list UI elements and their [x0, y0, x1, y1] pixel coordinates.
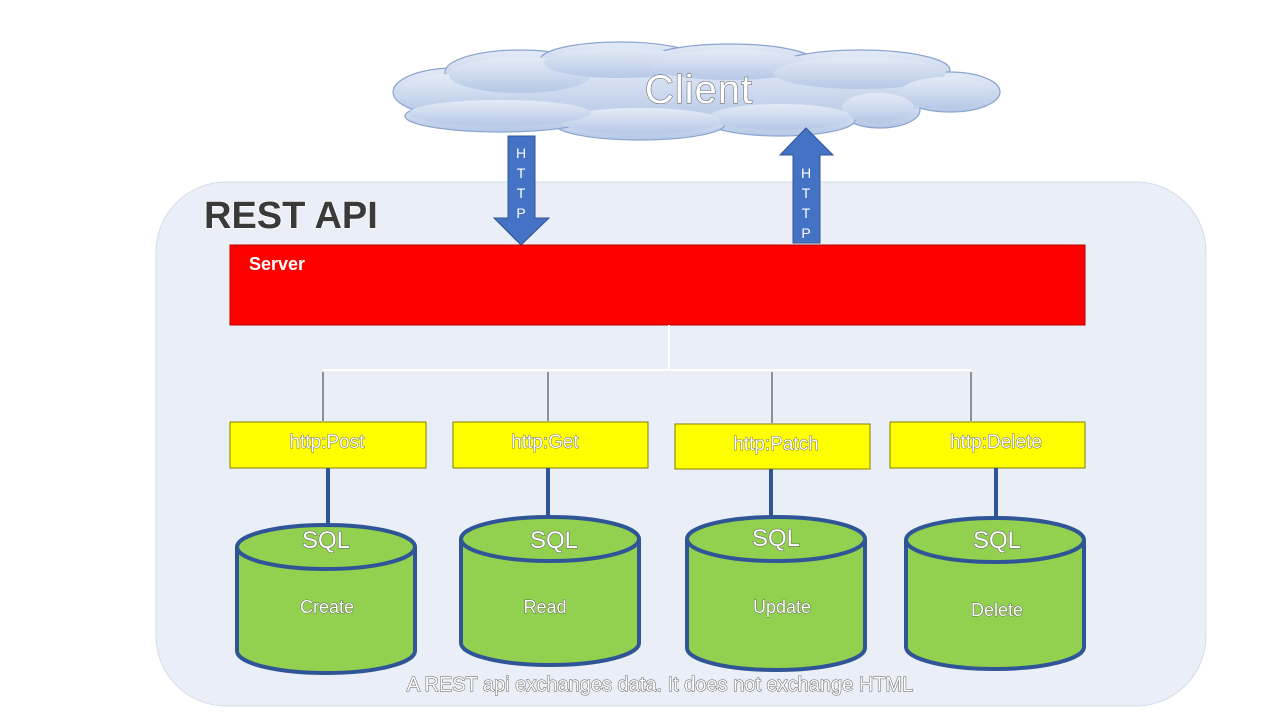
http-patch-label: http:Patch: [733, 434, 819, 455]
db-label: Delete: [971, 600, 1023, 620]
connector-lines: [323, 325, 971, 371]
arrow-letter: P: [516, 205, 525, 221]
db-title: SQL: [973, 527, 1021, 554]
db-label: Create: [300, 597, 354, 617]
method-column-delete: http:Delete SQL Delete: [889, 421, 1086, 671]
http-get-label: http:Get: [511, 432, 579, 453]
arrow-letter: H: [801, 165, 811, 181]
sql-database-update: SQL Update: [685, 515, 867, 672]
rest-api-title: REST API: [204, 195, 378, 237]
connector-drops: [322, 372, 972, 423]
client-label: Client: [645, 68, 753, 112]
db-title: SQL: [302, 527, 350, 554]
http-post-label: http:Post: [290, 432, 366, 453]
arrow-letter: T: [802, 205, 811, 221]
http-request-arrow: H T T P: [492, 135, 551, 246]
arrow-letter: T: [802, 185, 811, 201]
http-delete-label: http:Delete: [950, 432, 1042, 453]
http-response-arrow: H T T P: [778, 127, 835, 244]
arrow-letter: T: [517, 165, 526, 181]
sql-database-create: SQL Create: [235, 523, 417, 675]
http-get-box: [452, 421, 649, 469]
arrow-letter: T: [517, 185, 526, 201]
arrow-letter: H: [516, 145, 526, 161]
client-cloud: Client: [392, 41, 1001, 141]
method-column-post: http:Post SQL Create: [229, 421, 427, 675]
db-title: SQL: [752, 525, 800, 552]
caption: A REST api exchanges data. It does not e…: [407, 674, 914, 696]
method-column-patch: http:Patch SQL Update: [674, 423, 871, 672]
sql-database-read: SQL Read: [459, 515, 641, 667]
sql-database-delete: SQL Delete: [904, 516, 1086, 671]
db-label: Read: [523, 597, 566, 617]
db-title: SQL: [530, 527, 578, 554]
server-label: Server: [249, 254, 305, 274]
arrow-letter: P: [801, 225, 810, 241]
http-post-box: [229, 421, 427, 469]
http-patch-box: [674, 423, 871, 470]
method-column-get: http:Get SQL Read: [452, 421, 649, 667]
server-box: [229, 244, 1086, 326]
db-label: Update: [753, 597, 811, 617]
http-delete-box: [889, 421, 1086, 469]
